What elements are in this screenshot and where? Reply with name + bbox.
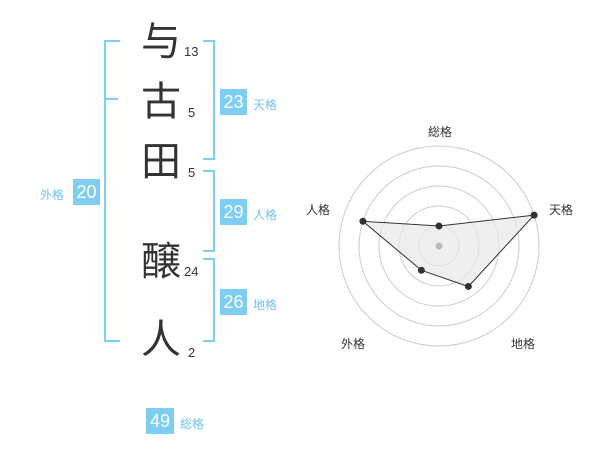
gaikaku-label: 外格 [40,188,65,202]
chikaku-badge: 26 [220,289,247,315]
radar-point [435,222,443,230]
chikaku-label: 地格 [253,298,278,312]
radar-point [464,282,472,290]
jinkaku-bracket [203,170,215,252]
name-char-5: 人 [141,317,181,363]
radar-value-shape [361,214,536,288]
name-char-4: 醸 [141,239,181,285]
radar-point [359,217,367,225]
radar-grid-ring [358,165,520,327]
stroke-count-4: 24 [184,264,199,279]
jinkaku-label: 人格 [253,208,278,222]
name-char-3: 田 [141,139,181,185]
stroke-count-2: 5 [188,105,196,120]
soukaku-label: 総格 [180,417,205,431]
stroke-count-5: 2 [188,345,196,360]
chikaku-bracket [203,258,215,342]
name-char-1: 与 [141,19,181,65]
radar-point [417,266,425,274]
tenkaku-label: 天格 [253,98,278,112]
tenkaku-badge: 23 [220,89,247,115]
jinkaku-badge: 29 [220,199,247,225]
tenkaku-bracket [203,40,215,160]
stroke-count-3: 5 [188,165,196,180]
radar-points [359,211,538,290]
gaikaku-bracket [104,40,120,342]
radar-grid-ring [338,145,540,347]
gaikaku-bracket-mid-tick [104,98,118,100]
radar-center-dot [435,242,443,250]
soukaku-badge: 49 [146,408,174,434]
radar-axis-label-gaikaku: 外格 [341,337,366,351]
radar-axis-label-soukaku: 総格 [428,125,453,139]
gaikaku-badge: 20 [73,179,100,205]
radar-axis-label-chikaku: 地格 [511,337,536,351]
radar-point [530,211,538,219]
radar-axis-label-tenkaku: 天格 [549,203,574,217]
stroke-count-1: 13 [184,44,199,59]
name-char-2: 古 [141,79,181,125]
radar-axis-label-jinkaku: 人格 [306,203,331,217]
